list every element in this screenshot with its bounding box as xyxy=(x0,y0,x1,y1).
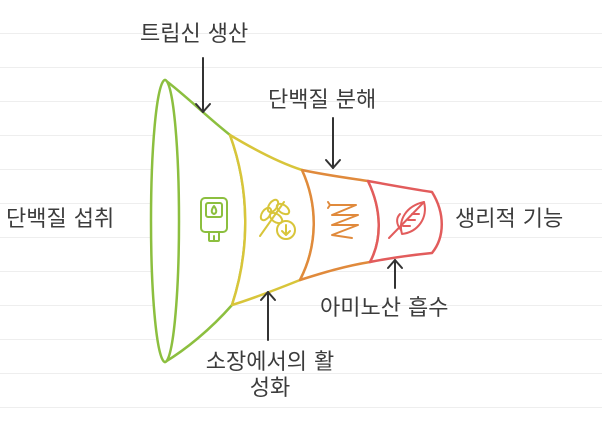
label-amino-acid-absorption: 아미노산 흡수 xyxy=(320,296,449,321)
wheat-coin-icon xyxy=(259,198,296,240)
label-protein-breakdown: 단백질 분해 xyxy=(268,88,377,113)
label-small-intestine-activation: 소장에서의 활 성화 xyxy=(180,350,360,402)
label-protein-intake: 단백질 섭취 xyxy=(6,207,115,232)
arrow-top2 xyxy=(325,117,341,169)
leaf-wheat-icon xyxy=(388,201,426,239)
arrow-top1 xyxy=(195,57,211,113)
funnel-mouth xyxy=(149,78,181,364)
spiral-intestine-icon xyxy=(327,201,359,239)
label-small-intestine-activation-line2: 성화 xyxy=(249,376,291,401)
label-small-intestine-activation-line1: 소장에서의 활 xyxy=(205,350,335,375)
glucose-meter-icon xyxy=(200,197,228,242)
arrow-bottom1 xyxy=(260,291,276,341)
label-trypsin-production: 트립신 생산 xyxy=(140,22,249,47)
label-physiological-function: 생리적 기능 xyxy=(455,207,564,232)
arrow-bottom2 xyxy=(387,259,403,289)
